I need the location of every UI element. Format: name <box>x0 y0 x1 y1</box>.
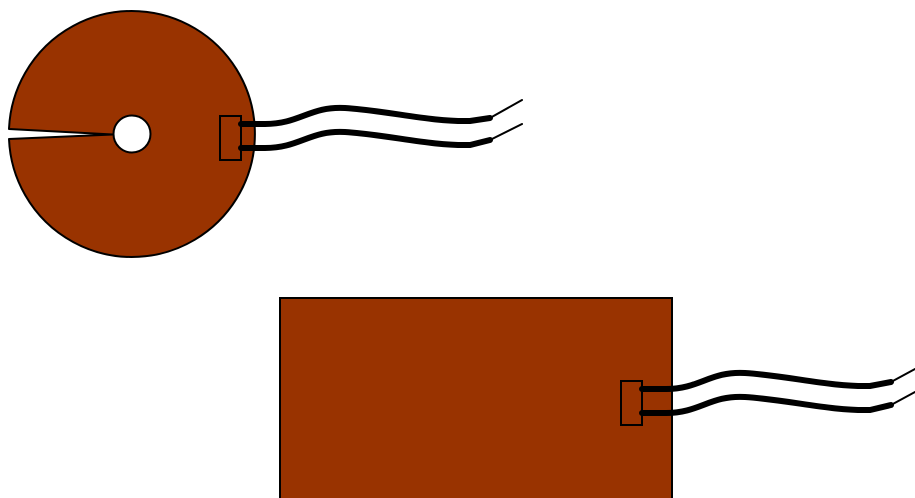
round-heater-connector <box>219 115 242 161</box>
round-heater-center-hole <box>112 114 152 154</box>
round-heater-lead-tip-upper <box>489 99 523 119</box>
round-heater-lead-tip-lower <box>489 123 523 141</box>
rectangular-heater-lead-wires <box>639 368 915 416</box>
rectangular-heater <box>279 297 915 498</box>
rectangular-heater-connector <box>620 380 643 426</box>
round-heater-lead-wires <box>238 99 523 151</box>
round-heater-lead-wire-upper <box>238 104 493 127</box>
round-heater <box>8 10 523 258</box>
rectangular-heater-lead-wire-upper <box>639 369 894 392</box>
rectangular-heater-lead-tip-lower <box>890 391 915 406</box>
round-heater-lead-wire-lower <box>238 128 493 151</box>
rectangular-heater-lead-tip-upper <box>890 368 915 383</box>
rectangular-heater-lead-wire-lower <box>639 393 894 416</box>
rectangular-heater-body <box>279 297 673 498</box>
